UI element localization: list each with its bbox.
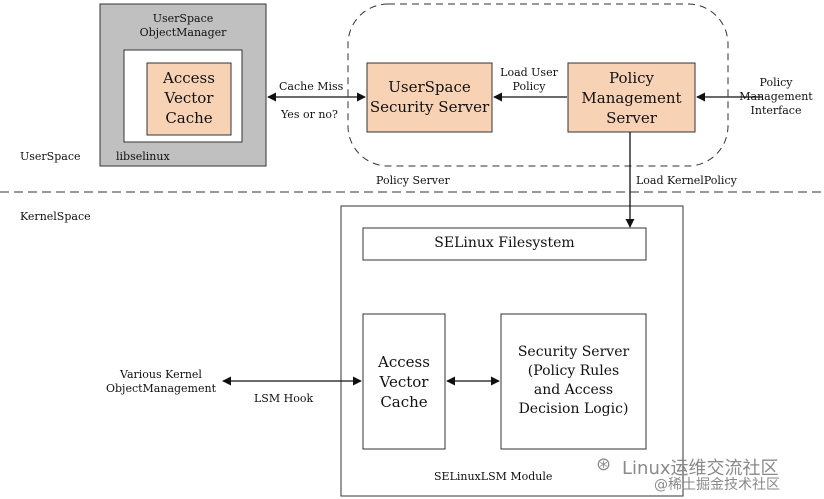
selinux-filesystem-label: SELinux Filesystem xyxy=(434,235,575,251)
userspace-avc-box xyxy=(146,62,232,136)
policy-management-interface-label: Policy Management Interface xyxy=(739,76,813,117)
yes-no-label: Yes or no? xyxy=(281,108,338,121)
selinux-filesystem-box xyxy=(362,227,647,261)
watermark-subtext: @稀土掘金技术社区 xyxy=(654,477,780,493)
policy-server-region xyxy=(347,3,729,167)
kernel-security-server-box xyxy=(500,313,647,450)
watermark-text: Linux运维交流社区 xyxy=(622,458,779,479)
policy-server-label: Policy Server xyxy=(376,174,450,187)
kernel-avc-label: Access Vector Cache xyxy=(378,353,430,411)
kernel-avc-box xyxy=(362,313,446,450)
policy-management-server-box xyxy=(567,62,696,133)
userspace-security-server-label: UserSpace Security Server xyxy=(369,78,490,116)
userspace-avc-label: Access Vector Cache xyxy=(163,69,215,127)
kernel-security-server-label: Security Server (Policy Rules and Access… xyxy=(517,344,630,417)
load-user-policy-label: Load User Policy xyxy=(500,66,558,93)
userspace-security-server-box xyxy=(366,62,493,133)
policy-management-server-label: Policy Management Server xyxy=(581,69,682,127)
lsm-hook-label: LSM Hook xyxy=(254,392,314,405)
libselinux-label: libselinux xyxy=(116,150,170,163)
userspace-region-label: UserSpace xyxy=(20,150,81,163)
kernelspace-region-label: KernelSpace xyxy=(20,210,91,223)
watermark-icon: ⊛ xyxy=(596,454,612,475)
cache-miss-label: Cache Miss xyxy=(279,80,344,93)
object-manager-title: UserSpace ObjectManager xyxy=(139,12,227,39)
load-kernel-policy-label: Load KernelPolicy xyxy=(636,174,737,187)
various-kernel-object-management-label: Various Kernel ObjectManagement xyxy=(105,368,217,395)
selinux-lsm-module-label: SELinuxLSM Module xyxy=(434,470,553,483)
